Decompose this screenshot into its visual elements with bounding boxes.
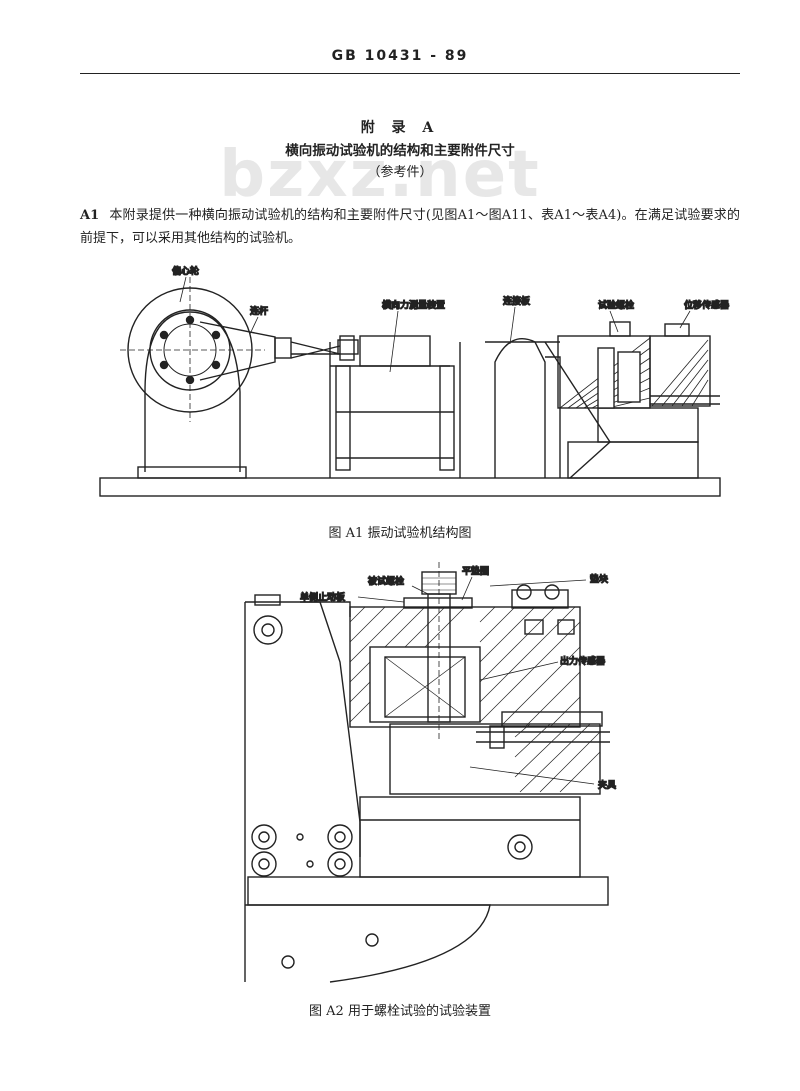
label-force: 横向力测量装置	[382, 299, 445, 311]
label-eccentric: 偏心轮	[172, 265, 199, 277]
appendix-subtitle: 横向振动试验机的结构和主要附件尺寸	[285, 143, 515, 159]
label-sensor: 位移传感器	[684, 299, 729, 311]
label-bolt: 试验螺栓	[598, 299, 634, 311]
label-lock-plate: 单侧止动板	[300, 591, 345, 603]
header-rule	[80, 73, 740, 74]
paragraph-text: 本附录提供一种横向振动试验机的结构和主要附件尺寸(见图A1～图A11、表A1～表…	[80, 208, 740, 246]
label-link: 连杆	[250, 305, 268, 317]
standard-number: GB 10431 - 89	[331, 48, 469, 64]
fixture-body	[244, 594, 609, 983]
figure-a1-drawing: 偏心轮 连杆 横向力测量装置 连接板 试验螺栓 位移传感器	[99, 264, 730, 497]
force-measuring-frame	[329, 335, 461, 478]
base-plate	[99, 477, 721, 497]
label-plate: 连接板	[503, 295, 530, 307]
bolt-holes	[251, 824, 533, 969]
figure-a1-caption: 图 A1 振动试验机结构图	[328, 526, 472, 541]
sensor-assembly	[476, 584, 610, 749]
test-block	[557, 321, 720, 479]
watermark: bzxz.net	[219, 138, 541, 212]
paragraph-number: A1	[80, 208, 100, 223]
eccentric-wheel	[120, 277, 265, 479]
label-clamp: 夹具	[598, 779, 616, 791]
appendix-reference: （参考件）	[367, 165, 433, 180]
label-force-sensor: 出力传感器	[560, 655, 605, 667]
hatched-block	[349, 606, 601, 795]
label-washer: 平垫圈	[462, 565, 489, 577]
tested-bolt	[403, 562, 473, 742]
label-tested-bolt: 被试螺栓	[368, 575, 404, 587]
figure-a2-drawing: 被试螺栓 平垫圈 单侧止动板 垫块 出力传感器 夹具	[244, 562, 617, 983]
label-shim: 垫块	[590, 573, 608, 585]
appendix-title: 附 录 A	[360, 120, 440, 136]
figure-a2-caption: 图 A2 用于螺栓试验的试验装置	[309, 1004, 491, 1019]
